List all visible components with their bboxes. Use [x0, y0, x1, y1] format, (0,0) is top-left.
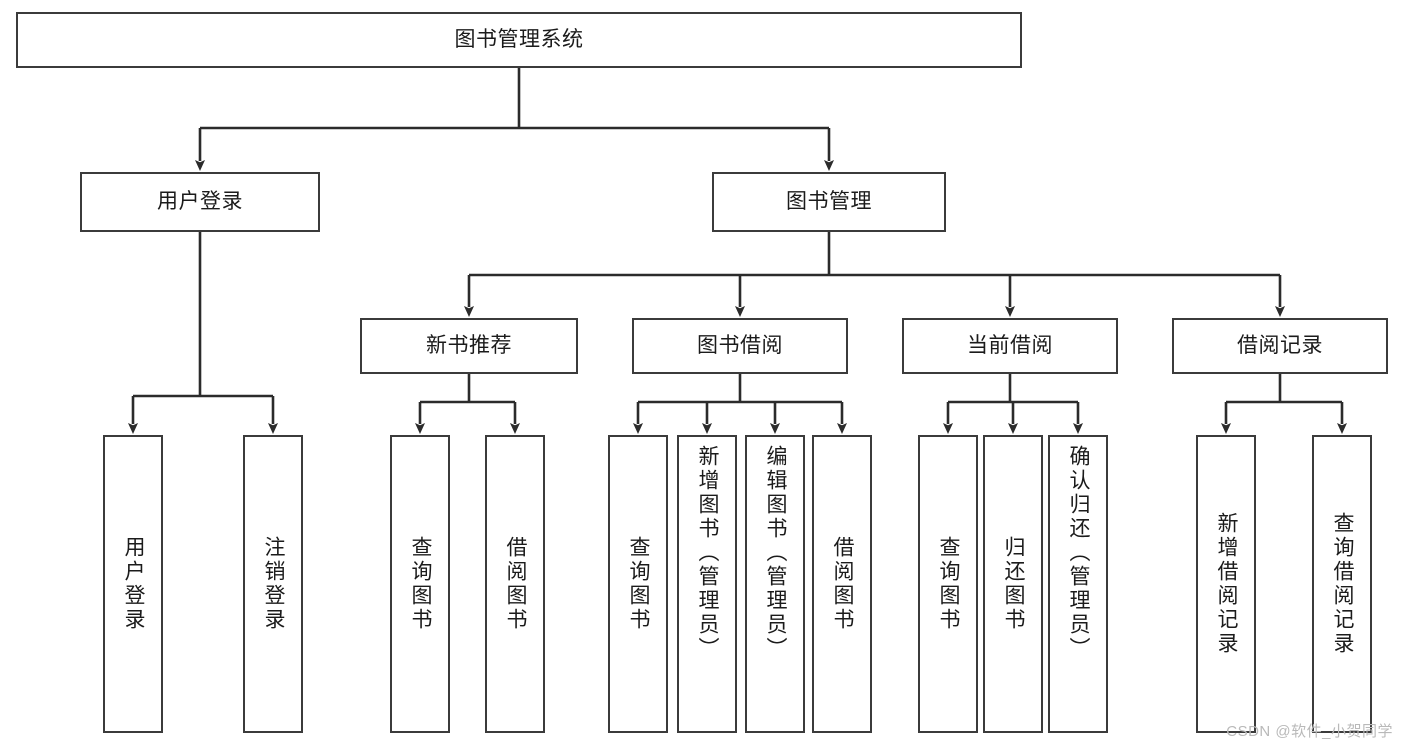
- node-label: 注销登录: [262, 536, 286, 632]
- node-bookmgmt[interactable]: 图书管理: [712, 172, 946, 232]
- node-leaf-2[interactable]: 注销登录: [243, 435, 303, 733]
- node-leaf-7[interactable]: 编辑图书（管理员）: [745, 435, 805, 733]
- node-leaf-10[interactable]: 归还图书: [983, 435, 1043, 733]
- node-records[interactable]: 借阅记录: [1172, 318, 1388, 374]
- node-label: 用户登录: [157, 189, 243, 213]
- node-label: 查询图书: [937, 536, 961, 632]
- node-label: 确认归还（管理员）: [1067, 445, 1091, 661]
- node-label: 查询借阅记录: [1331, 512, 1355, 656]
- node-label: 借阅图书: [504, 536, 528, 632]
- node-login[interactable]: 用户登录: [80, 172, 320, 232]
- node-label: 借阅记录: [1237, 333, 1323, 357]
- node-label: 用户登录: [122, 536, 146, 632]
- node-leaf-12[interactable]: 新增借阅记录: [1196, 435, 1256, 733]
- node-leaf-5[interactable]: 查询图书: [608, 435, 668, 733]
- node-label: 当前借阅: [967, 333, 1053, 357]
- node-current[interactable]: 当前借阅: [902, 318, 1118, 374]
- connector-lines: [128, 68, 1347, 434]
- node-label: 图书管理: [786, 189, 872, 213]
- node-label: 新增借阅记录: [1215, 512, 1239, 656]
- node-label: 新增图书（管理员）: [696, 445, 720, 661]
- node-label: 查询图书: [627, 536, 651, 632]
- node-leaf-4[interactable]: 借阅图书: [485, 435, 545, 733]
- node-label: 归还图书: [1002, 536, 1026, 632]
- node-label: 新书推荐: [426, 333, 512, 357]
- node-leaf-8[interactable]: 借阅图书: [812, 435, 872, 733]
- node-label: 图书管理系统: [454, 27, 584, 51]
- node-leaf-1[interactable]: 用户登录: [103, 435, 163, 733]
- node-label: 查询图书: [409, 536, 433, 632]
- node-leaf-9[interactable]: 查询图书: [918, 435, 978, 733]
- node-leaf-13[interactable]: 查询借阅记录: [1312, 435, 1372, 733]
- node-label: 图书借阅: [697, 333, 783, 357]
- node-label: 编辑图书（管理员）: [764, 445, 788, 661]
- node-newbook[interactable]: 新书推荐: [360, 318, 578, 374]
- node-leaf-3[interactable]: 查询图书: [390, 435, 450, 733]
- node-leaf-11[interactable]: 确认归还（管理员）: [1048, 435, 1108, 733]
- node-label: 借阅图书: [831, 536, 855, 632]
- node-leaf-6[interactable]: 新增图书（管理员）: [677, 435, 737, 733]
- node-borrow[interactable]: 图书借阅: [632, 318, 848, 374]
- node-root[interactable]: 图书管理系统: [16, 12, 1022, 68]
